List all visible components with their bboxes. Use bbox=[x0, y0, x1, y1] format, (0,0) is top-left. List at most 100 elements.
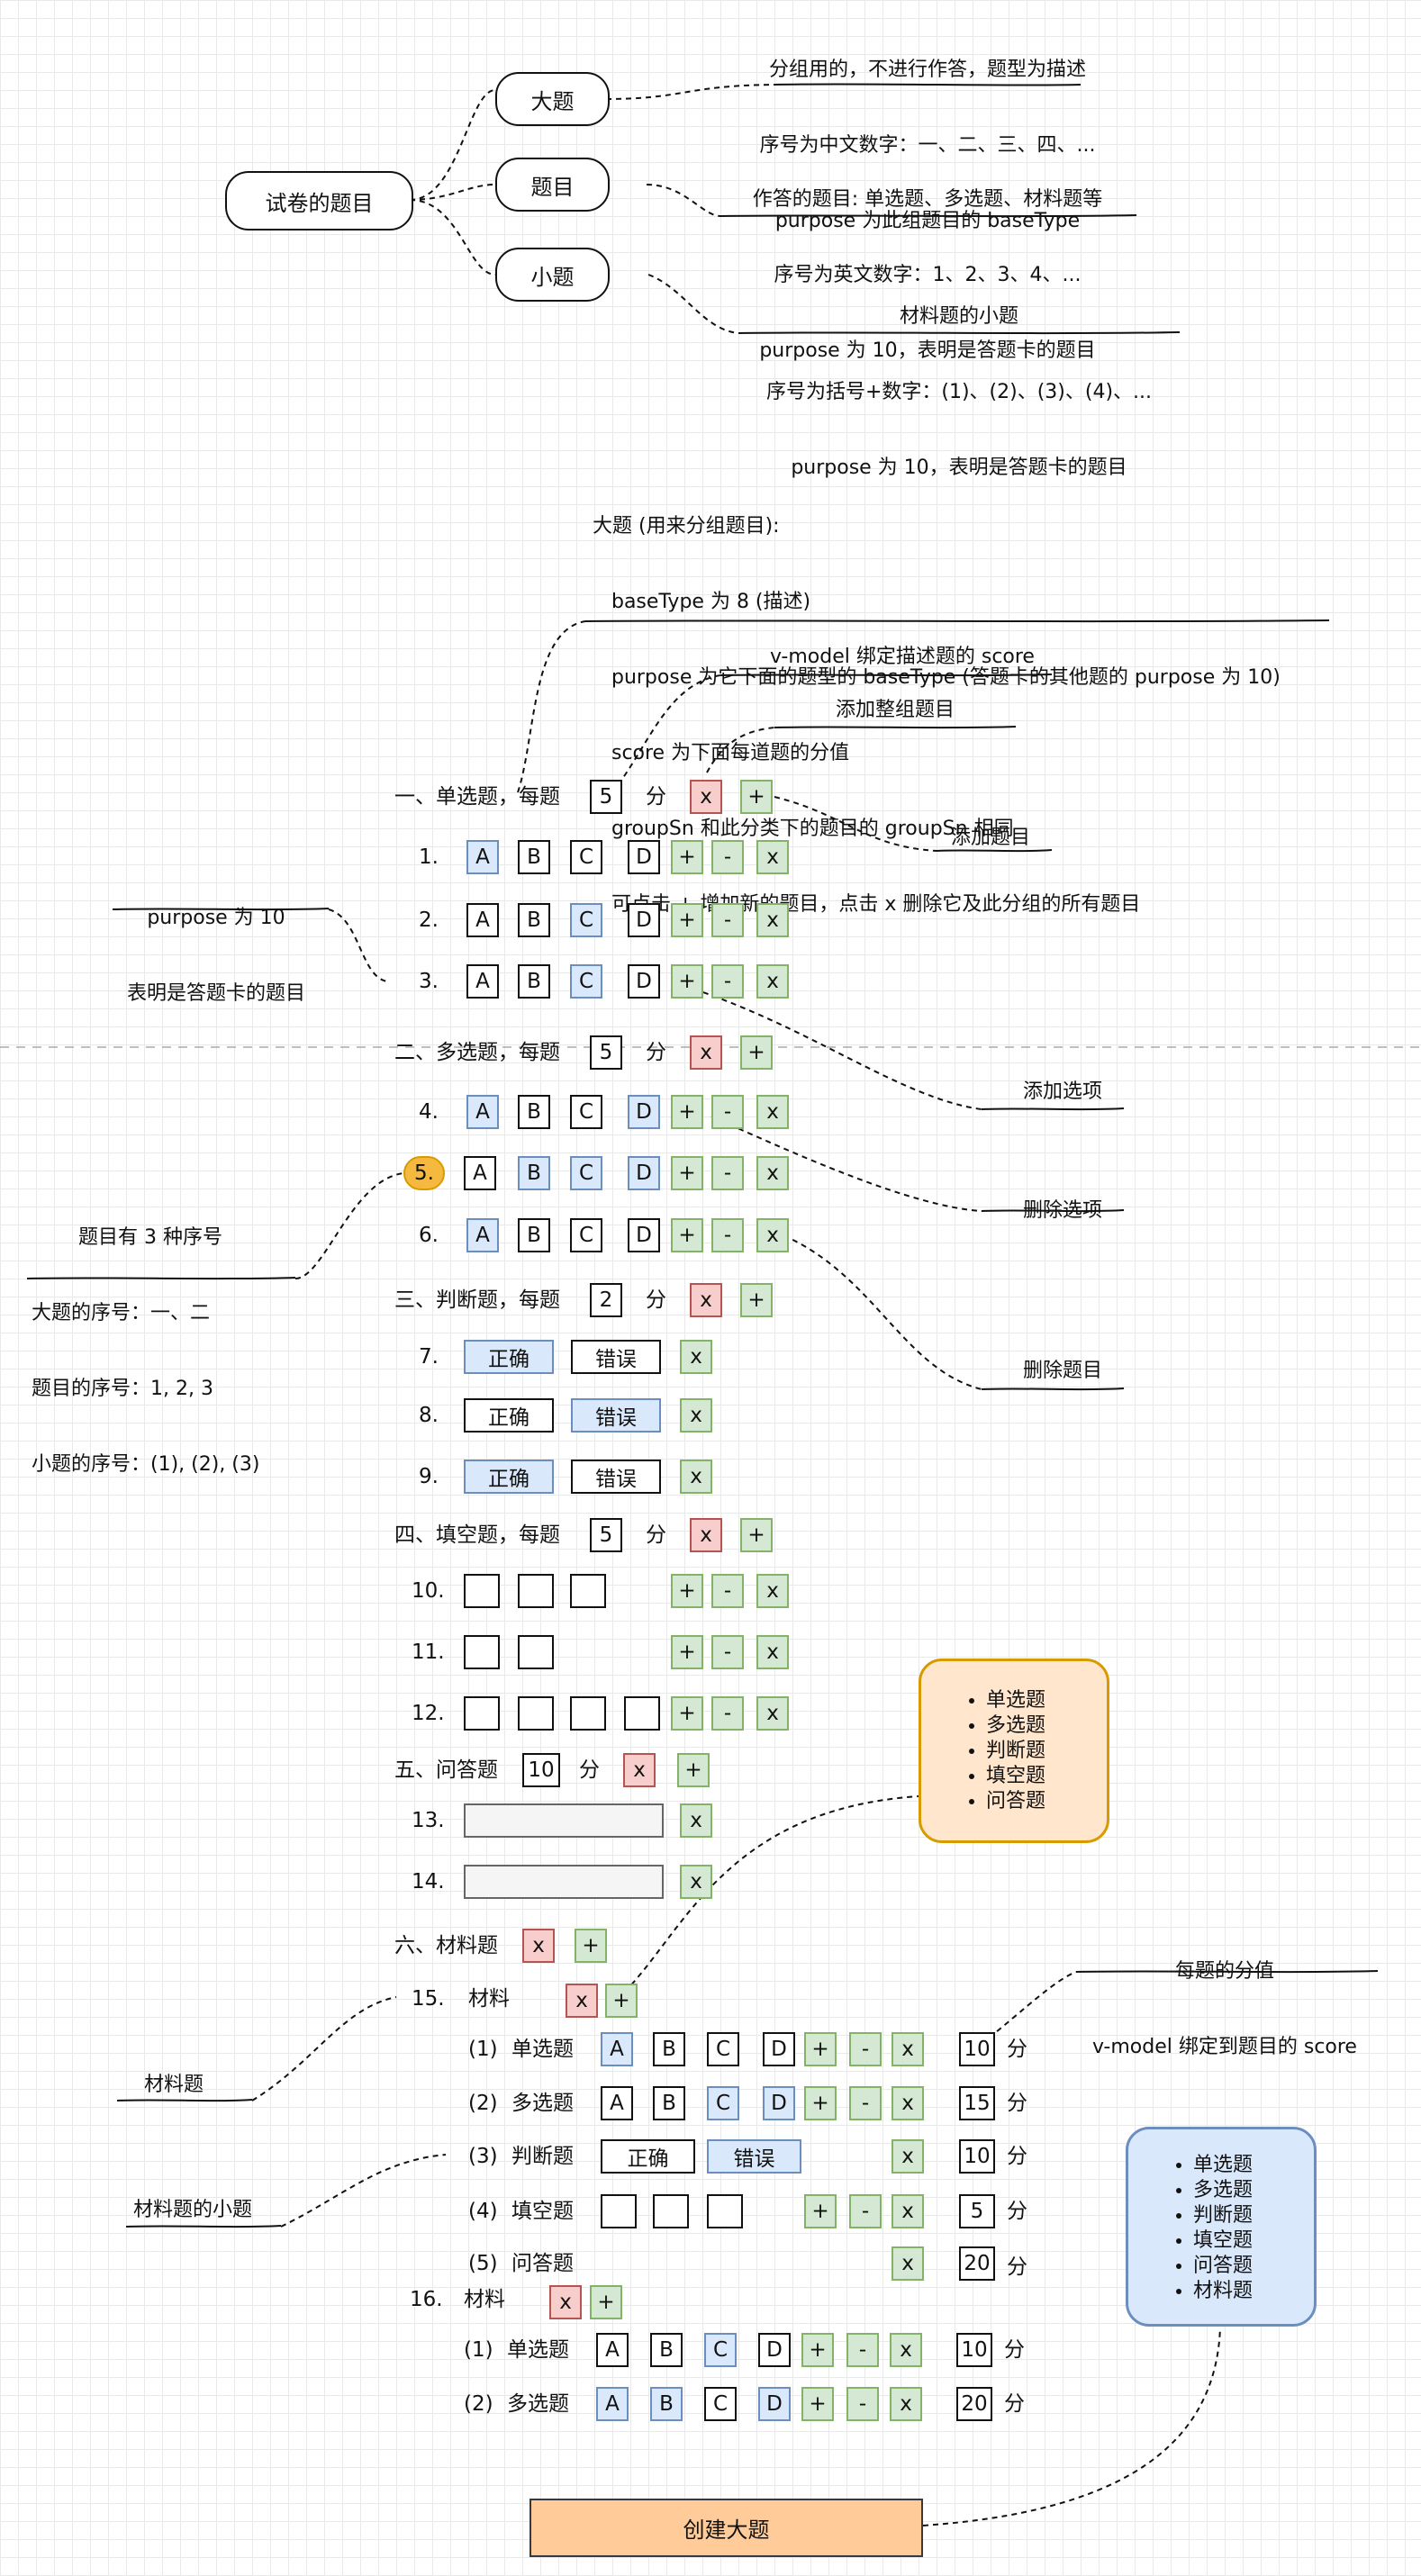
remove-option-button[interactable]: - bbox=[846, 2333, 879, 2367]
remove-option-button[interactable]: - bbox=[711, 840, 744, 874]
remove-group-button[interactable]: x bbox=[623, 1753, 656, 1787]
blank-box[interactable] bbox=[570, 1574, 606, 1608]
add-option-button[interactable]: + bbox=[801, 2333, 834, 2367]
option-c[interactable]: C bbox=[570, 903, 602, 937]
add-question-button[interactable]: + bbox=[740, 1518, 773, 1552]
remove-group-button[interactable]: x bbox=[690, 1283, 722, 1317]
option-a[interactable]: A bbox=[466, 903, 499, 937]
option-a[interactable]: A bbox=[466, 964, 499, 999]
blank-box[interactable] bbox=[601, 2194, 637, 2228]
remove-option-button[interactable]: - bbox=[711, 1156, 744, 1190]
option-c[interactable]: C bbox=[570, 840, 602, 874]
group-score-input[interactable]: 5 bbox=[590, 1035, 622, 1070]
option-c[interactable]: C bbox=[570, 1218, 602, 1252]
add-option-button[interactable]: + bbox=[671, 1218, 703, 1252]
blank-box[interactable] bbox=[518, 1696, 554, 1731]
remove-material-button[interactable]: x bbox=[566, 1984, 598, 2018]
add-blank-button[interactable]: + bbox=[671, 1574, 703, 1608]
false-option[interactable]: 错误 bbox=[707, 2139, 801, 2174]
true-option[interactable]: 正确 bbox=[464, 1340, 554, 1374]
blank-box[interactable] bbox=[518, 1574, 554, 1608]
option-a[interactable]: A bbox=[601, 2086, 633, 2120]
true-option[interactable]: 正确 bbox=[464, 1398, 554, 1433]
remove-question-button[interactable]: x bbox=[756, 1218, 789, 1252]
create-group-button[interactable]: 创建大题 bbox=[529, 2499, 923, 2557]
remove-question-button[interactable]: x bbox=[680, 1803, 712, 1838]
remove-question-button[interactable]: x bbox=[756, 903, 789, 937]
add-question-button[interactable]: + bbox=[740, 1283, 773, 1317]
true-option[interactable]: 正确 bbox=[601, 2139, 695, 2174]
sub-score-input[interactable]: 15 bbox=[959, 2086, 995, 2120]
blank-box[interactable] bbox=[464, 1696, 500, 1731]
add-blank-button[interactable]: + bbox=[804, 2194, 837, 2228]
remove-question-button[interactable]: x bbox=[892, 2086, 924, 2120]
add-sub-question-button[interactable]: + bbox=[590, 2285, 622, 2319]
add-option-button[interactable]: + bbox=[671, 903, 703, 937]
remove-option-button[interactable]: - bbox=[711, 964, 744, 999]
option-b[interactable]: B bbox=[650, 2387, 683, 2421]
option-d[interactable]: D bbox=[763, 2086, 795, 2120]
add-question-button[interactable]: + bbox=[575, 1929, 607, 1963]
blank-box[interactable] bbox=[464, 1574, 500, 1608]
remove-question-button[interactable]: x bbox=[680, 1460, 712, 1494]
add-question-button[interactable]: + bbox=[740, 1035, 773, 1070]
remove-question-button[interactable]: x bbox=[892, 2139, 924, 2174]
remove-option-button[interactable]: - bbox=[849, 2086, 882, 2120]
option-a[interactable]: A bbox=[466, 1095, 499, 1129]
option-b[interactable]: B bbox=[518, 1156, 550, 1190]
remove-blank-button[interactable]: - bbox=[849, 2194, 882, 2228]
option-d[interactable]: D bbox=[628, 840, 660, 874]
option-a[interactable]: A bbox=[596, 2333, 629, 2367]
option-b[interactable]: B bbox=[518, 1218, 550, 1252]
false-option[interactable]: 错误 bbox=[571, 1398, 661, 1433]
blank-box[interactable] bbox=[570, 1696, 606, 1731]
answer-textarea[interactable] bbox=[464, 1803, 664, 1838]
option-c[interactable]: C bbox=[570, 964, 602, 999]
option-d[interactable]: D bbox=[628, 964, 660, 999]
remove-question-button[interactable]: x bbox=[892, 2194, 924, 2228]
remove-question-button[interactable]: x bbox=[756, 1635, 789, 1669]
add-sub-question-button[interactable]: + bbox=[605, 1984, 638, 2018]
option-b[interactable]: B bbox=[518, 903, 550, 937]
remove-question-button[interactable]: x bbox=[756, 1574, 789, 1608]
option-b[interactable]: B bbox=[518, 840, 550, 874]
option-b[interactable]: B bbox=[653, 2086, 685, 2120]
option-d[interactable]: D bbox=[628, 1218, 660, 1252]
remove-option-button[interactable]: - bbox=[711, 1218, 744, 1252]
option-d[interactable]: D bbox=[758, 2333, 791, 2367]
add-question-button[interactable]: + bbox=[740, 780, 773, 814]
remove-question-button[interactable]: x bbox=[680, 1340, 712, 1374]
option-c[interactable]: C bbox=[704, 2333, 737, 2367]
remove-question-button[interactable]: x bbox=[756, 1095, 789, 1129]
add-question-button[interactable]: + bbox=[677, 1753, 710, 1787]
remove-question-button[interactable]: x bbox=[680, 1865, 712, 1899]
option-b[interactable]: B bbox=[650, 2333, 683, 2367]
add-blank-button[interactable]: + bbox=[671, 1696, 703, 1731]
option-c[interactable]: C bbox=[704, 2387, 737, 2421]
add-option-button[interactable]: + bbox=[804, 2032, 837, 2066]
option-b[interactable]: B bbox=[518, 1095, 550, 1129]
remove-question-button[interactable]: x bbox=[890, 2333, 922, 2367]
add-option-button[interactable]: + bbox=[671, 840, 703, 874]
option-c[interactable]: C bbox=[707, 2032, 739, 2066]
add-option-button[interactable]: + bbox=[804, 2086, 837, 2120]
remove-blank-button[interactable]: - bbox=[711, 1635, 744, 1669]
group-score-input[interactable]: 5 bbox=[590, 1518, 622, 1552]
remove-question-button[interactable]: x bbox=[756, 1156, 789, 1190]
remove-blank-button[interactable]: - bbox=[711, 1574, 744, 1608]
option-a[interactable]: A bbox=[466, 1218, 499, 1252]
sub-score-input[interactable]: 10 bbox=[959, 2032, 995, 2066]
remove-group-button[interactable]: x bbox=[690, 1518, 722, 1552]
option-c[interactable]: C bbox=[570, 1095, 602, 1129]
remove-question-button[interactable]: x bbox=[892, 2246, 924, 2281]
group-score-input[interactable]: 5 bbox=[590, 780, 622, 814]
add-option-button[interactable]: + bbox=[801, 2387, 834, 2421]
option-d[interactable]: D bbox=[758, 2387, 791, 2421]
option-a[interactable]: A bbox=[601, 2032, 633, 2066]
remove-group-button[interactable]: x bbox=[690, 1035, 722, 1070]
option-a[interactable]: A bbox=[596, 2387, 629, 2421]
remove-question-button[interactable]: x bbox=[756, 840, 789, 874]
group-score-input[interactable]: 10 bbox=[522, 1753, 560, 1787]
remove-question-button[interactable]: x bbox=[892, 2032, 924, 2066]
sub-score-input[interactable]: 10 bbox=[956, 2333, 992, 2367]
